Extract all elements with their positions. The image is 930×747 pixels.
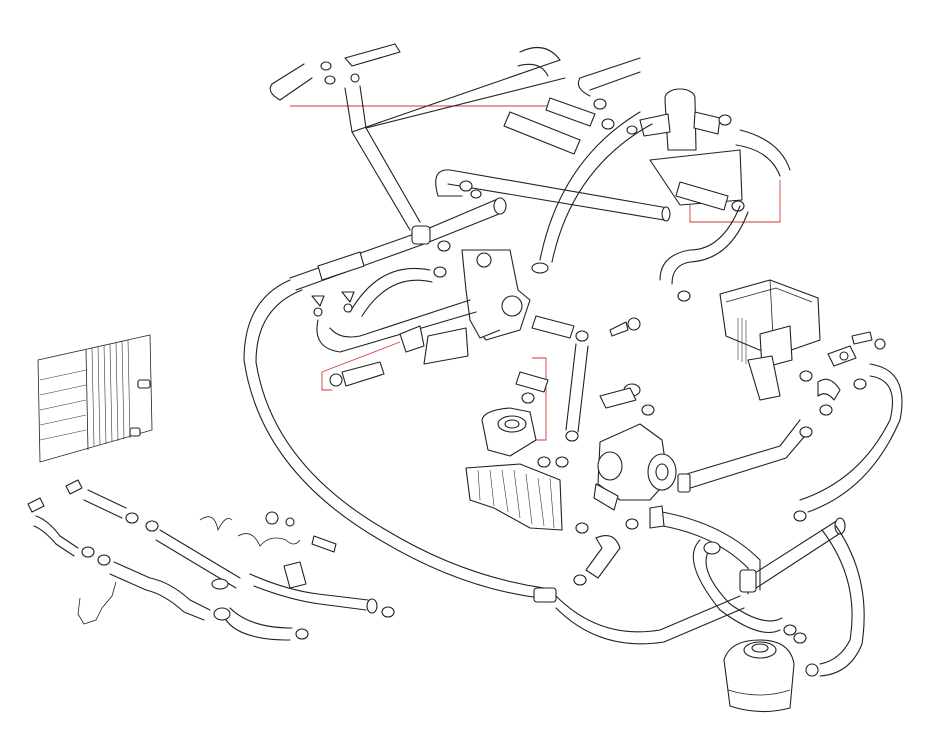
bypass-hose-loop (243, 279, 745, 645)
middle-pipes (289, 111, 671, 291)
heater-valve (626, 88, 791, 302)
upper-hose-assembly (269, 43, 641, 231)
control-unit (719, 279, 903, 522)
radiator (37, 334, 153, 463)
thermostat-housing (311, 240, 641, 387)
lower-fittings (573, 518, 639, 586)
reference-lines (290, 105, 781, 441)
coolant-reservoir (649, 505, 865, 713)
oil-cooler-assembly (465, 315, 589, 531)
water-pump (537, 383, 813, 511)
loose-parts (27, 479, 395, 641)
